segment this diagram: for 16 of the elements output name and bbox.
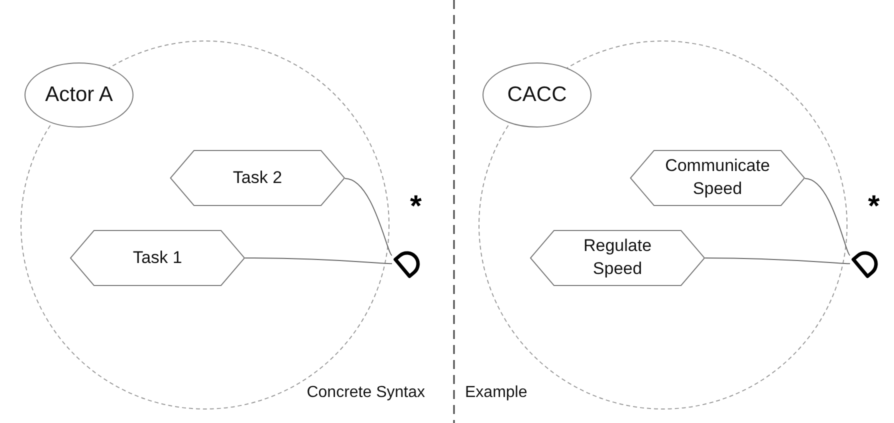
connector-line [244,258,392,264]
connector-line [704,258,850,264]
actor-circle: Actor A [24,62,134,128]
connector-line [804,178,850,256]
task-hexagon: Task 2 [170,150,345,206]
panel-caption: Concrete Syntax [306,384,425,402]
task-hexagon: Task 1 [70,230,245,286]
connector-line [344,178,392,256]
task-hexagon: Regulate Speed [530,230,705,286]
dependency-symbol [392,248,422,280]
actor-circle: CACC [482,62,592,128]
dependency-symbol [850,248,880,280]
multiplicity-mark: * [410,190,422,224]
task-hexagon: Communicate Speed [630,150,805,206]
multiplicity-mark: * [868,190,880,224]
panel-caption: Example [465,384,528,402]
